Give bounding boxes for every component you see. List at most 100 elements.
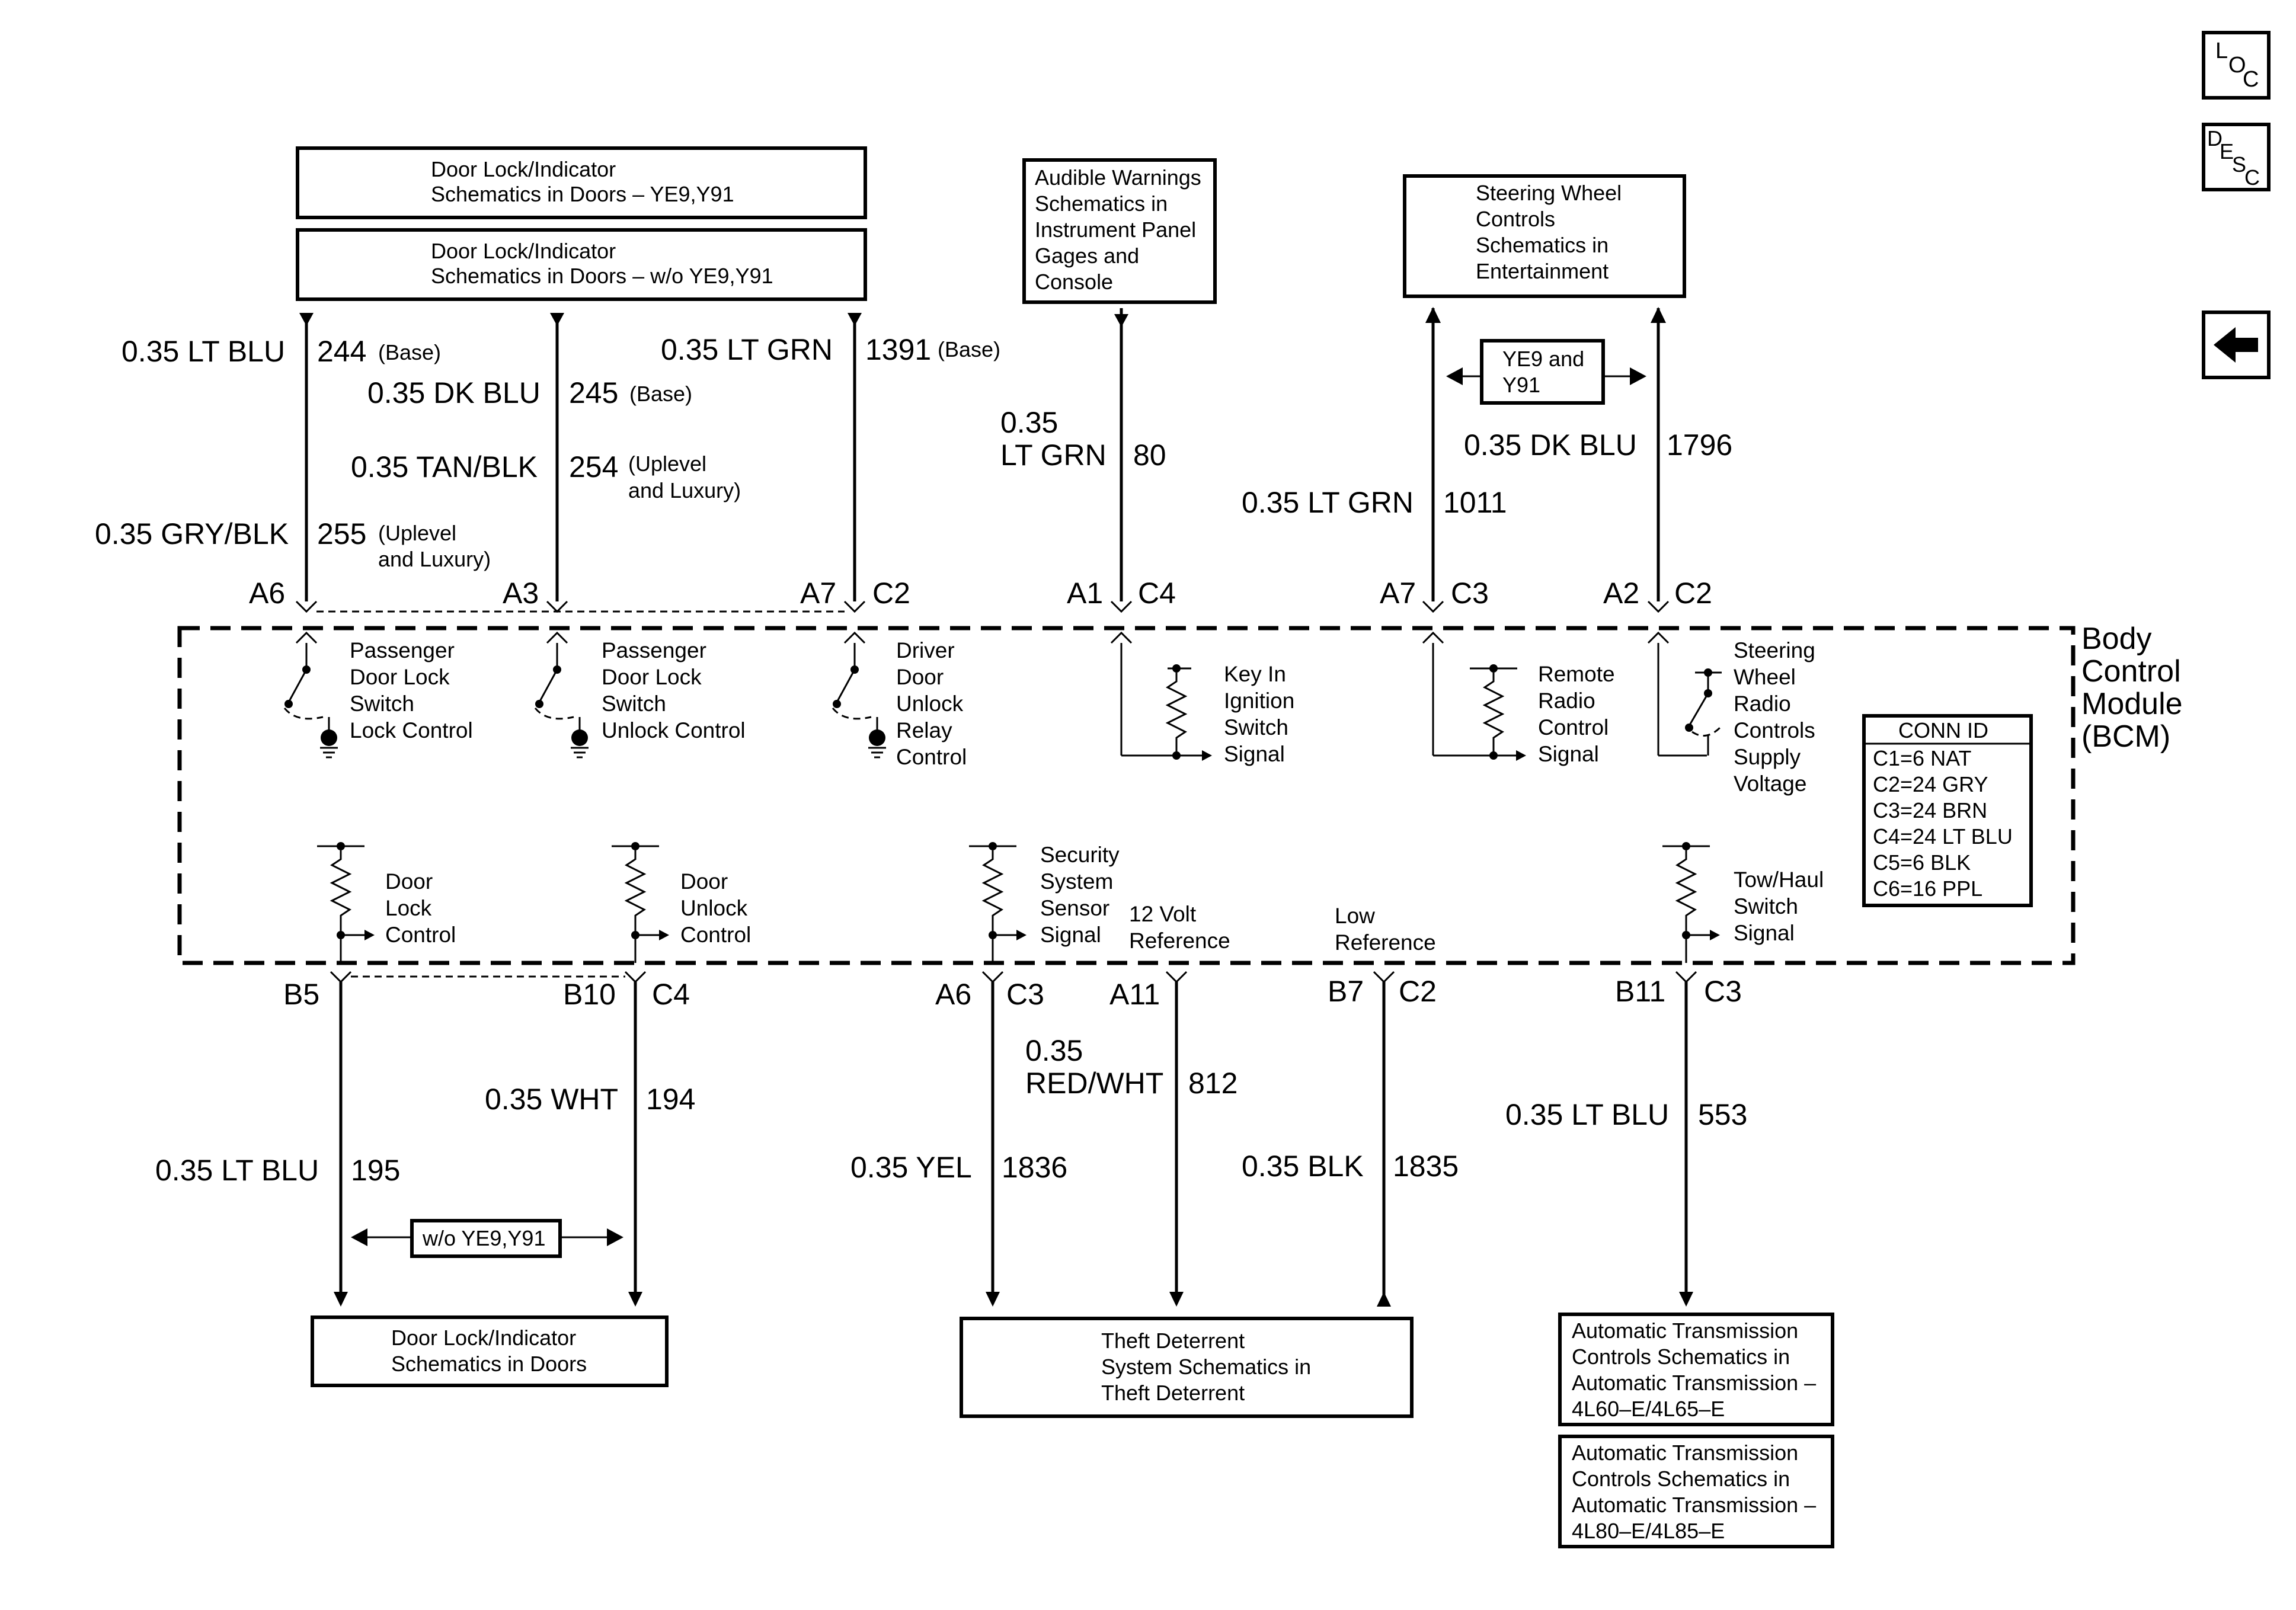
theft-line3: Theft Deterrent: [1101, 1381, 1245, 1405]
v12-line2: Reference: [1129, 929, 1230, 953]
sw-line2: Controls: [1476, 207, 1555, 231]
swr-line5: Supply: [1734, 745, 1801, 769]
low-line1: Low: [1335, 904, 1375, 928]
a7-c3-arrow-up: [1425, 307, 1441, 323]
at2-line2: Controls Schematics in: [1572, 1467, 1790, 1491]
door-lock-wo-line1: Door Lock/Indicator: [431, 239, 616, 263]
swr-line4: Controls: [1734, 718, 1815, 742]
pin-a3-top: A3: [503, 577, 539, 610]
pin-b11: B11: [1615, 975, 1665, 1008]
auto-trans-4l60-box[interactable]: [1558, 1313, 1834, 1426]
wire-1835-num: 1835: [1393, 1150, 1459, 1183]
pin-a6-bot: A6: [935, 978, 971, 1011]
sec-line3: Sensor: [1040, 896, 1109, 920]
pdu-line1: Passenger: [602, 638, 706, 662]
wire-254-opt2: and Luxury): [628, 478, 741, 502]
wire-195-num: 195: [351, 1154, 400, 1187]
pdu-line4: Unlock Control: [602, 718, 746, 742]
at1-line4: 4L60–E/4L65–E: [1572, 1397, 1725, 1421]
wire-1835-color: 0.35 BLK: [1242, 1150, 1364, 1183]
auto-trans-4l80-box[interactable]: [1558, 1435, 1834, 1548]
key-line3: Switch: [1224, 715, 1288, 740]
wire-254-opt1: (Uplevel: [628, 452, 706, 476]
at2-line1: Automatic Transmission: [1572, 1441, 1798, 1465]
door-lock-ye9-box[interactable]: [296, 146, 867, 219]
wire-255-color: 0.35 GRY/BLK: [95, 517, 289, 550]
door-lock-bottom-box[interactable]: [311, 1315, 669, 1387]
wire-553-color: 0.35 LT BLU: [1505, 1098, 1669, 1131]
pdl-line3: Switch: [350, 692, 414, 716]
key-line1: Key In: [1224, 662, 1286, 686]
pin-a2-top: A2: [1603, 577, 1639, 610]
low-line2: Reference: [1335, 930, 1436, 955]
pin-c2-bot: C2: [1399, 975, 1437, 1008]
dlc-line3: Control: [385, 923, 456, 947]
pin-a1-top: A1: [1067, 577, 1103, 610]
wire-245-opt: (Base): [629, 382, 692, 406]
sw-line4: Entertainment: [1476, 259, 1609, 283]
desc-icon-d: D: [2207, 126, 2223, 151]
aud-line5: Console: [1035, 270, 1113, 294]
theft-deterrent-box[interactable]: [960, 1317, 1414, 1418]
pin-b10: B10: [563, 978, 616, 1011]
back-button[interactable]: [2202, 311, 2271, 379]
tow-haul-resistor: [1662, 842, 1720, 963]
conn-id-box: [1862, 714, 2033, 907]
a2-arrow-up: [1651, 307, 1666, 323]
door-lock-ye9-line2: Schematics in Doors – YE9,Y91: [431, 182, 734, 206]
a6-connector-top: [299, 313, 314, 326]
at1-line2: Controls Schematics in: [1572, 1345, 1790, 1369]
passenger-lock-switch-symbol: [283, 643, 338, 758]
ye9-line1: YE9 and: [1502, 347, 1584, 371]
pin-a11: A11: [1109, 978, 1160, 1011]
ddu-line2: Door: [896, 665, 944, 689]
steering-wheel-controls-box[interactable]: [1403, 174, 1686, 298]
wire-812-num: 812: [1188, 1067, 1237, 1100]
at1-line1: Automatic Transmission: [1572, 1318, 1798, 1343]
pdu-line2: Door Lock: [602, 665, 702, 689]
tow-line2: Switch: [1734, 894, 1798, 918]
duc-line3: Control: [680, 923, 751, 947]
pin-c4-bot: C4: [652, 978, 690, 1011]
wire-80-color2: LT GRN: [1000, 438, 1107, 472]
wire-254-num: 254: [569, 450, 618, 484]
wire-1391-color: 0.35 LT GRN: [661, 333, 833, 366]
ddu-line5: Control: [896, 745, 967, 769]
loc-button[interactable]: L O C: [2202, 31, 2271, 100]
driver-unlock-relay-symbol: [832, 643, 886, 758]
wire-255-opt2: and Luxury): [378, 547, 491, 571]
desc-button[interactable]: D E S C: [2202, 123, 2271, 191]
wire-1011-num: 1011: [1443, 486, 1507, 519]
loc-icon-o: O: [2228, 53, 2246, 78]
desc-icon-c: C: [2244, 165, 2260, 190]
rrc-line3: Control: [1538, 715, 1609, 740]
wire-244-num: 244: [317, 335, 366, 368]
bcm-module-boundary: [177, 626, 2076, 965]
wire-195-color: 0.35 LT BLU: [155, 1154, 319, 1187]
passenger-unlock-switch-symbol: [534, 643, 589, 758]
conn-c3: C3=24 BRN: [1873, 798, 1987, 822]
door-lock-wo-ye9-box[interactable]: [296, 228, 867, 301]
audible-warnings-box[interactable]: [1022, 158, 1217, 304]
sw-line1: Steering Wheel: [1476, 181, 1622, 205]
wire-254-color: 0.35 TAN/BLK: [351, 450, 538, 484]
aud-line3: Instrument Panel: [1035, 217, 1196, 242]
ddu-line4: Relay: [896, 718, 952, 742]
door-lock-ye9-line1: Door Lock/Indicator: [431, 157, 616, 181]
ddu-line1: Driver: [896, 638, 955, 662]
wire-812-color2: RED/WHT: [1025, 1067, 1163, 1100]
sw-line3: Schematics in: [1476, 233, 1609, 257]
desc-icon-e: E: [2220, 139, 2234, 164]
conn-c6: C6=16 PPL: [1873, 876, 1982, 901]
pin-c2-top: C2: [872, 577, 910, 610]
sec-line4: Signal: [1040, 923, 1101, 947]
wire-553-num: 553: [1698, 1098, 1747, 1131]
back-arrow-icon: [2214, 327, 2258, 363]
key-line2: Ignition: [1224, 689, 1294, 713]
pdl-line1: Passenger: [350, 638, 455, 662]
pdu-line3: Switch: [602, 692, 666, 716]
steering-radio-supply-switch: [1657, 643, 1723, 757]
bcm-label-4: (BCM): [2081, 719, 2170, 754]
loc-icon-c: C: [2243, 67, 2259, 92]
conn-c1: C1=6 NAT: [1873, 746, 1971, 770]
